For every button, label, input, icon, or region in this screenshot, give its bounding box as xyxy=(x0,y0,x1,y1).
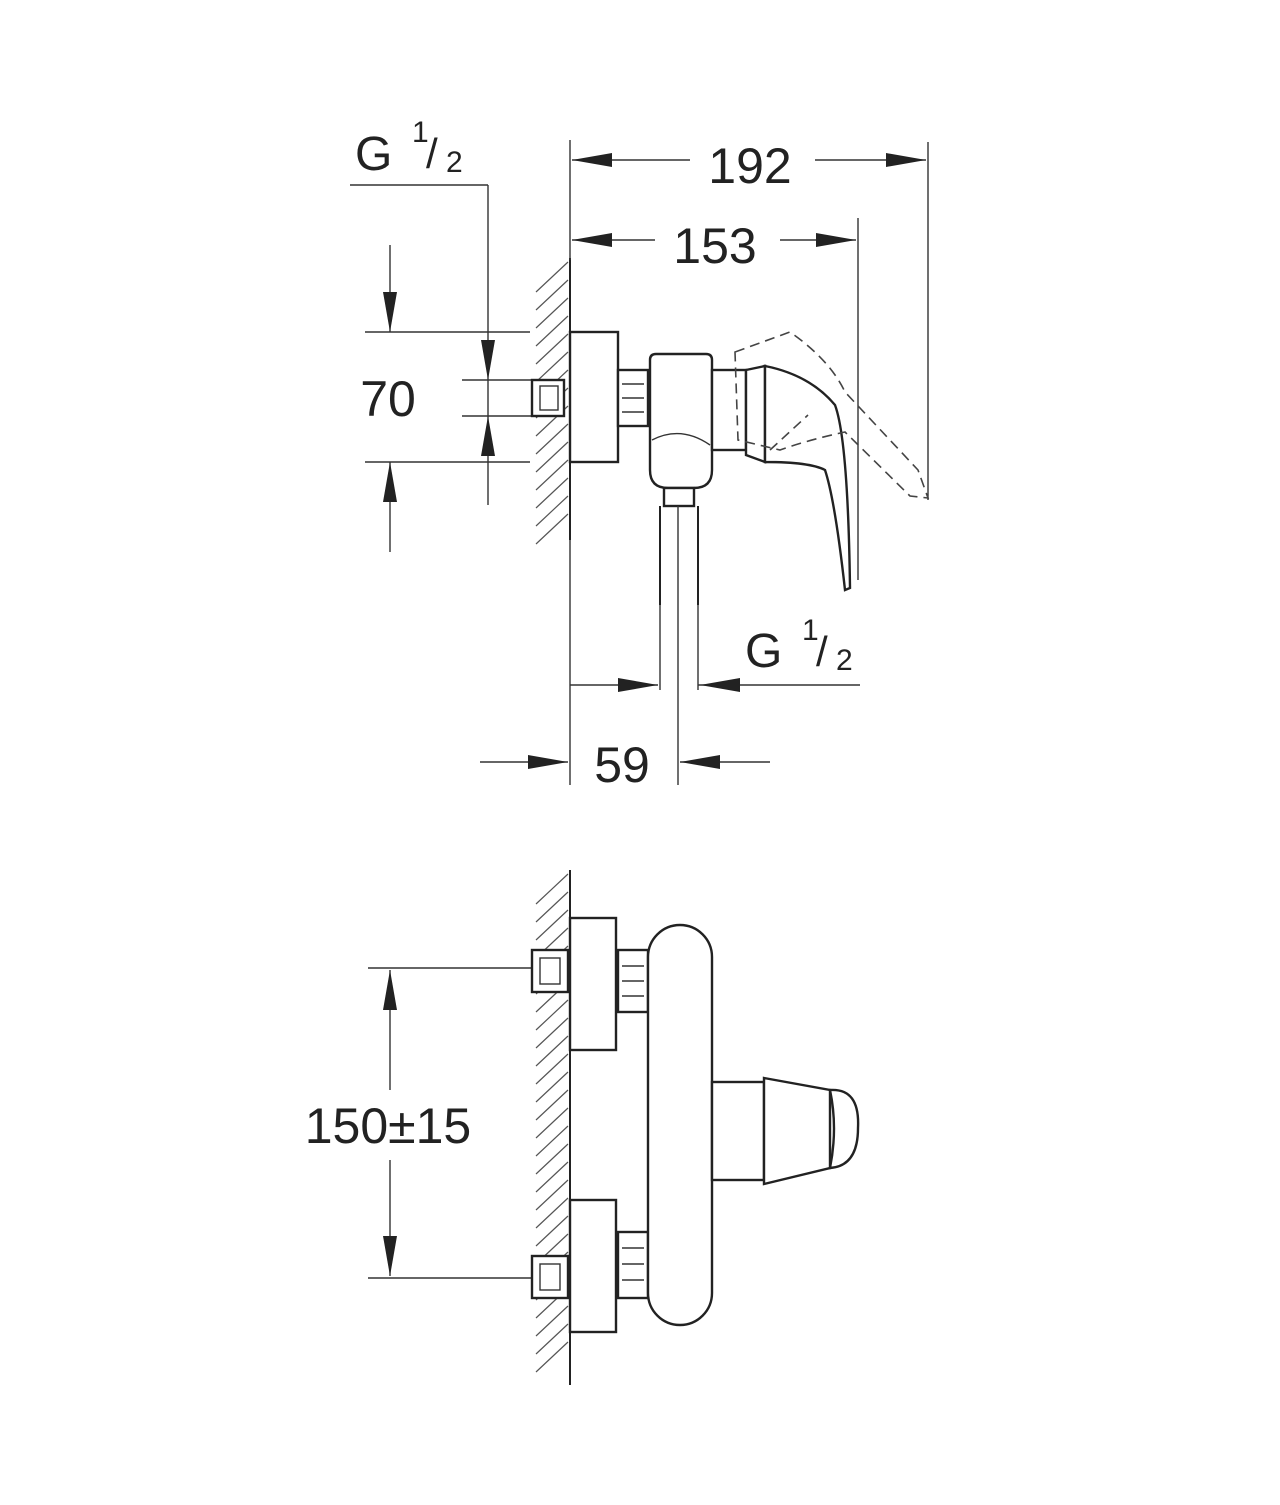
hatch-line xyxy=(535,999,569,1031)
hatch-line xyxy=(535,1161,569,1193)
dim-outlet-thread xyxy=(570,678,740,692)
outlet-thread-letter: G xyxy=(745,625,782,678)
hatch-line xyxy=(535,1089,569,1121)
dim-150 xyxy=(383,970,397,1276)
hatch-line xyxy=(535,423,569,455)
inlet-thread-numerator: 1 xyxy=(412,116,429,149)
label-150: 150±15 xyxy=(305,1098,471,1154)
hatch-line xyxy=(535,1071,569,1103)
cartridge-collar xyxy=(710,368,748,452)
hatch-line xyxy=(535,1215,569,1247)
side-view-faucet xyxy=(530,330,930,605)
inlet-thread-letter: G xyxy=(355,128,392,181)
hatch-line xyxy=(535,459,569,491)
side-extension-lines xyxy=(350,140,929,785)
label-70: 70 xyxy=(360,371,416,427)
upper-connection xyxy=(530,916,650,1052)
mixer-body xyxy=(648,352,714,490)
outlet-thread-label: G 1 / 2 xyxy=(745,614,853,678)
hatch-line xyxy=(535,279,569,311)
mixer-body-top xyxy=(646,923,714,1327)
lower-threaded-joint xyxy=(616,1230,650,1300)
hatch-line xyxy=(535,351,569,383)
hatch-line xyxy=(535,513,569,545)
outlet-thread-denominator: 2 xyxy=(836,644,853,677)
lower-connection xyxy=(530,1198,650,1334)
dim-70 xyxy=(383,245,495,552)
hatch-line xyxy=(535,1017,569,1049)
hatch-line xyxy=(535,1053,569,1085)
cartridge-collar-top xyxy=(710,1080,766,1182)
hatch-line xyxy=(535,873,569,905)
label-59: 59 xyxy=(594,737,650,793)
hatch-line xyxy=(535,333,569,365)
svg-text:/: / xyxy=(816,628,828,675)
hatch-line xyxy=(535,1305,569,1337)
hatch-line xyxy=(535,1341,569,1373)
dim-192 xyxy=(572,153,926,167)
hatch-line xyxy=(535,909,569,941)
dim-59 xyxy=(480,755,770,769)
handle-base xyxy=(744,364,767,464)
hatch-line xyxy=(535,1125,569,1157)
outlet-nipple xyxy=(662,486,696,508)
label-192: 192 xyxy=(708,138,791,194)
hatch-line xyxy=(535,1323,569,1355)
hatch-line xyxy=(535,477,569,509)
upper-inlet-nipple xyxy=(530,948,570,994)
lever-handle xyxy=(763,364,852,592)
hatch-line xyxy=(535,1179,569,1211)
hatch-line xyxy=(535,1143,569,1175)
upper-escutcheon xyxy=(568,916,618,1052)
lever-handle-top xyxy=(828,1088,860,1170)
wall-hatching xyxy=(535,261,569,545)
hatch-line xyxy=(535,441,569,473)
lower-inlet-nipple xyxy=(530,1254,570,1300)
lower-escutcheon xyxy=(568,1198,618,1334)
escutcheon xyxy=(568,330,620,464)
hatch-line xyxy=(535,891,569,923)
top-view-wall xyxy=(535,870,571,1385)
hatch-line xyxy=(535,1035,569,1067)
hatch-line xyxy=(535,1197,569,1229)
hatch-line xyxy=(535,315,569,347)
handle-base-top xyxy=(762,1076,832,1186)
inlet-thread-denominator: 2 xyxy=(446,146,463,179)
hatch-line xyxy=(535,1107,569,1139)
dim-153 xyxy=(572,233,856,247)
hatch-line xyxy=(535,297,569,329)
outlet-thread-numerator: 1 xyxy=(802,614,819,647)
lever-handle-open-position xyxy=(734,331,930,499)
inlet-thread-label: G 1 / 2 xyxy=(355,116,463,181)
top-view: 150±15 xyxy=(305,870,860,1385)
hatch-line xyxy=(535,495,569,527)
hatch-line xyxy=(535,261,569,293)
side-view: 192 153 70 59 G 1 / 2 G 1 / 2 xyxy=(350,116,930,793)
svg-text:/: / xyxy=(426,130,438,177)
label-153: 153 xyxy=(673,218,756,274)
